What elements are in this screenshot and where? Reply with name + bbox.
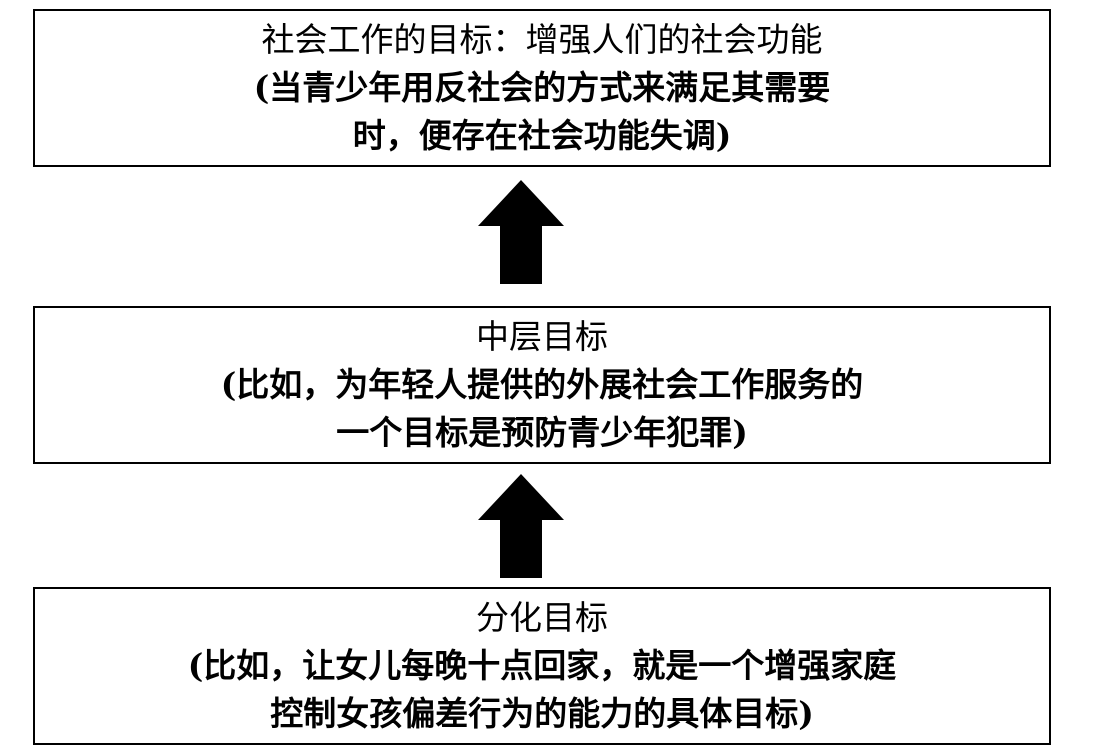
arrow-up-icon: [478, 180, 564, 284]
goal-box-differentiated: 分化目标 (比如，让女儿每晚十点回家，就是一个增强家庭 控制女孩偏差行为的能力的…: [33, 587, 1051, 745]
goal-description-line: (比如，让女儿每晚十点回家，就是一个增强家庭: [187, 646, 897, 685]
goal-description-line: 控制女孩偏差行为的能力的具体目标): [270, 694, 814, 733]
goal-title: 分化目标: [476, 598, 608, 637]
goal-description-line: 时，便存在社会功能失调): [352, 116, 732, 155]
goal-description-line: (当青少年用反社会的方式来满足其需要: [253, 68, 831, 107]
goal-title: 中层目标: [476, 317, 608, 356]
goal-description-line: (比如，为年轻人提供的外展社会工作服务的: [220, 365, 864, 404]
goal-description-line: 一个目标是预防青少年犯罪): [336, 413, 748, 452]
goal-box-social-work: 社会工作的目标：增强人们的社会功能 (当青少年用反社会的方式来满足其需要 时，便…: [33, 9, 1051, 167]
arrow-up-icon: [478, 474, 564, 578]
goal-title: 社会工作的目标：增强人们的社会功能: [261, 20, 823, 59]
goal-box-middle-level: 中层目标 (比如，为年轻人提供的外展社会工作服务的 一个目标是预防青少年犯罪): [33, 306, 1051, 464]
